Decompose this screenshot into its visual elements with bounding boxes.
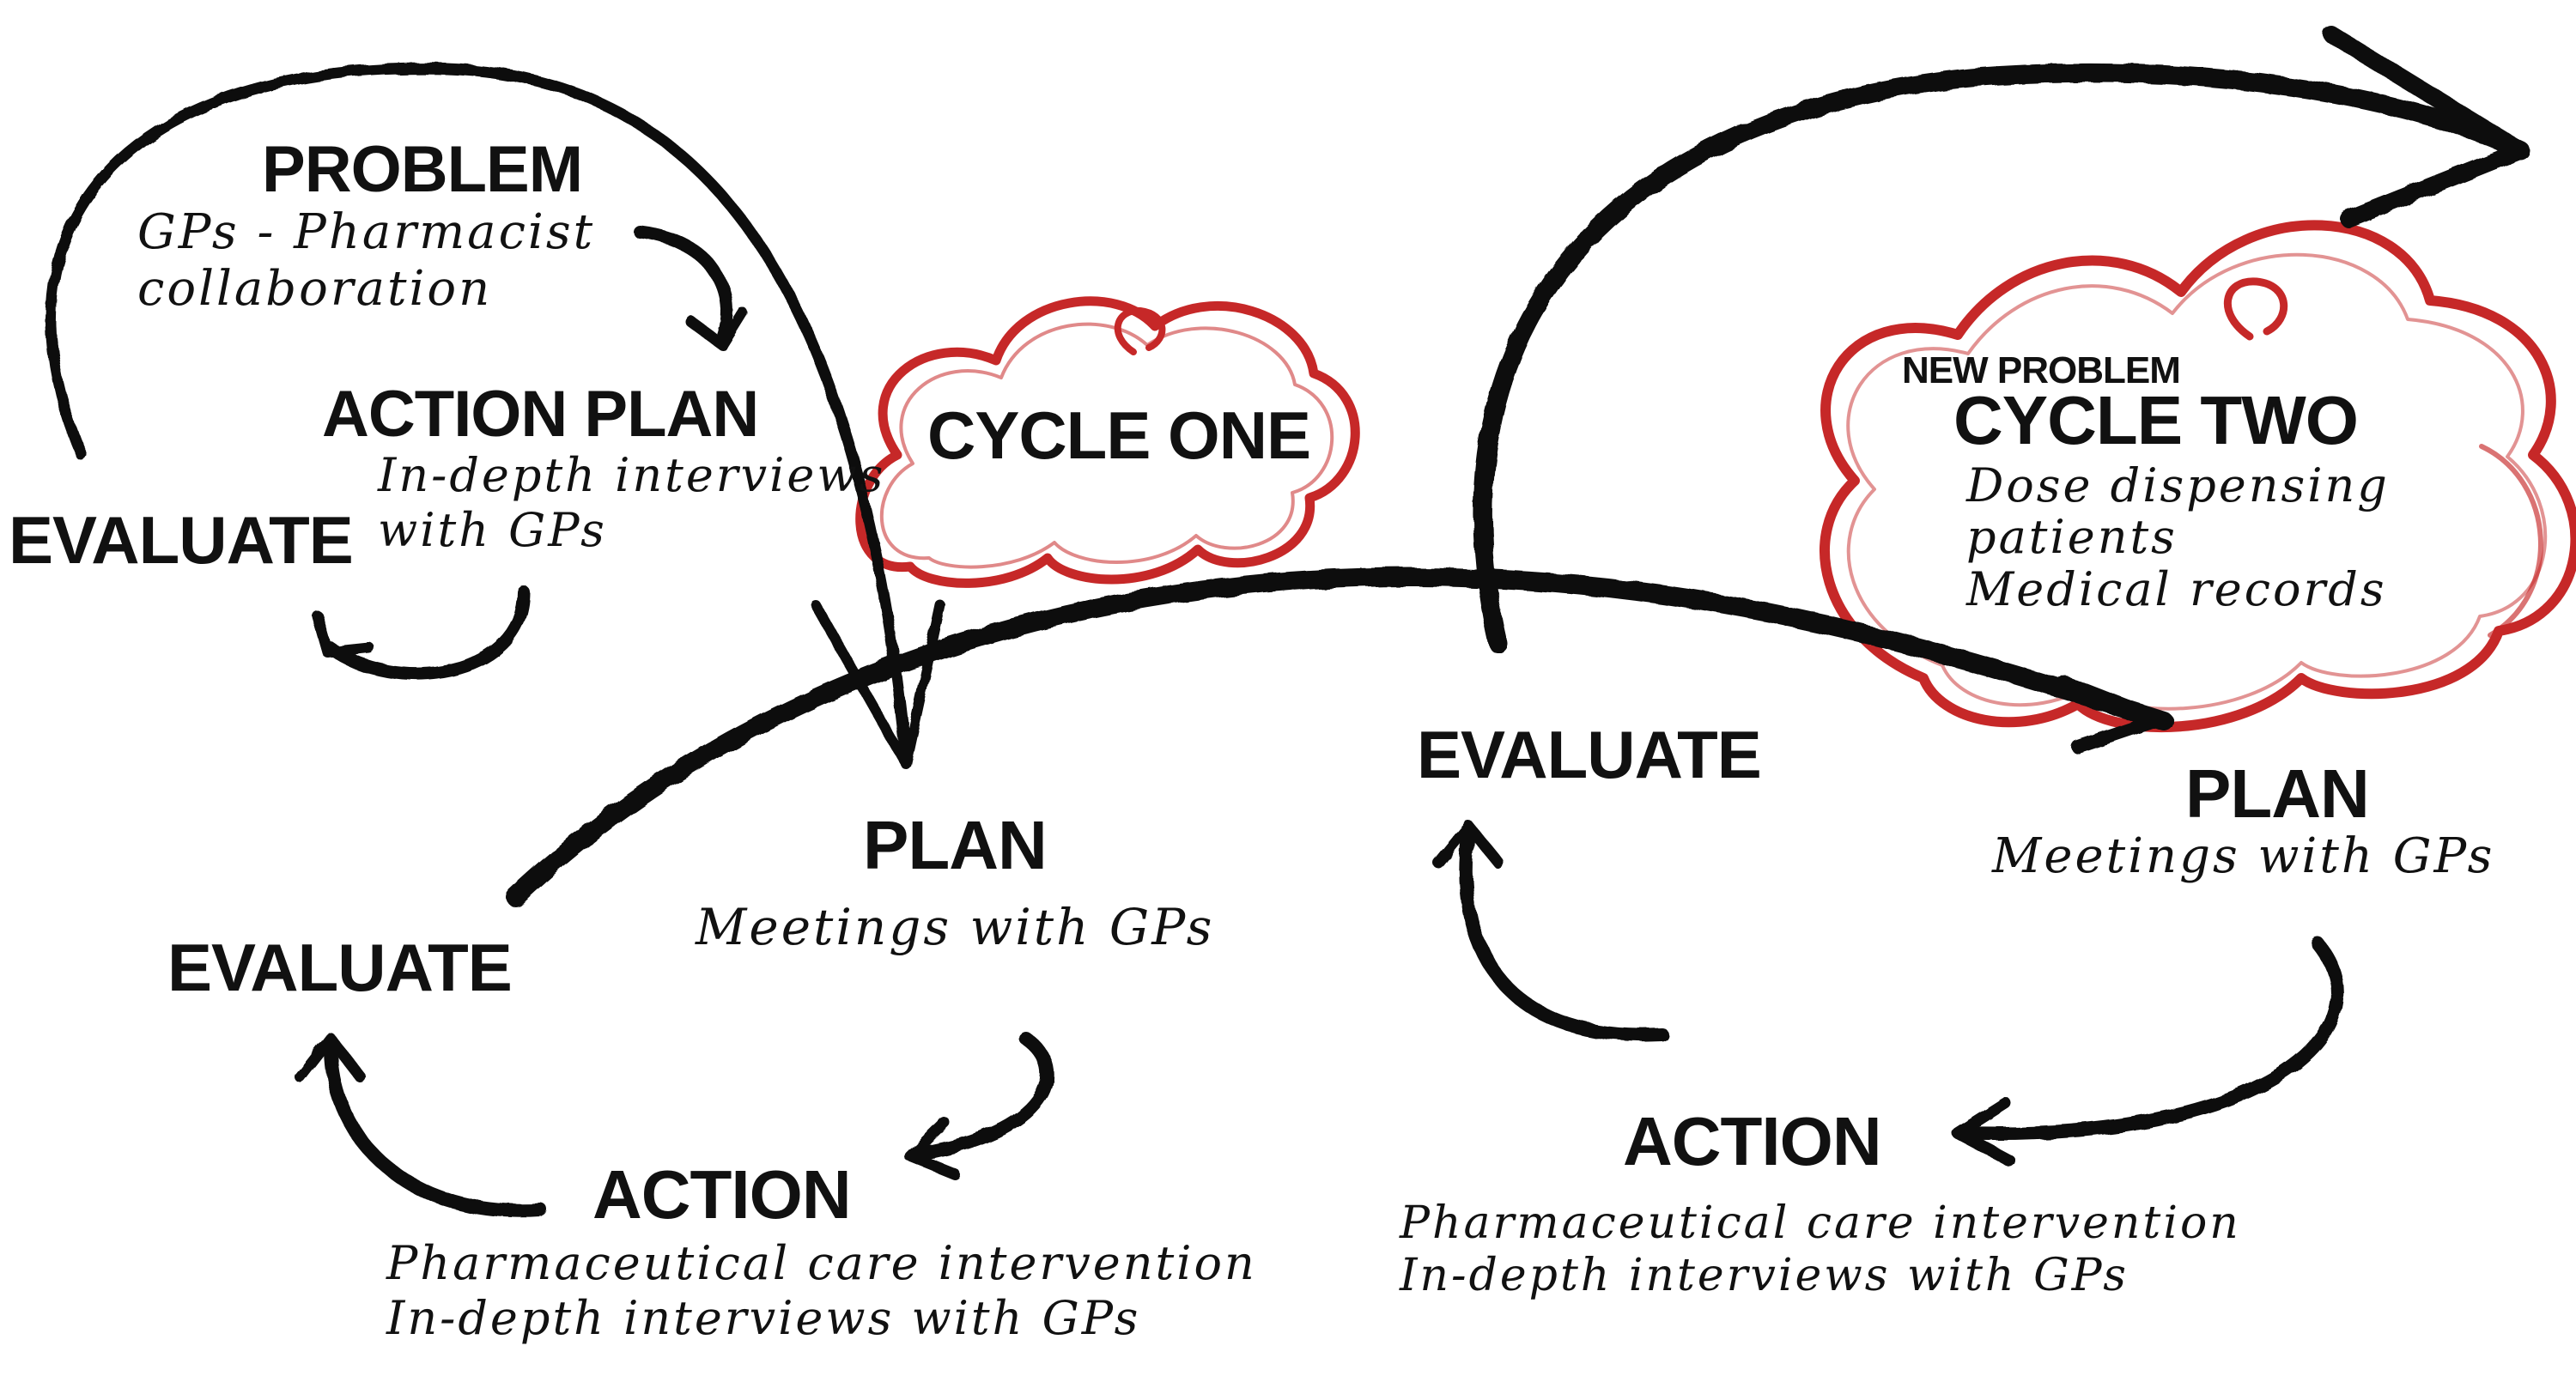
flow-arrows <box>46 26 2530 1218</box>
problem-description: GPs - Pharmacist collaboration <box>137 204 595 318</box>
over-cloud-arrow <box>1473 63 2530 653</box>
action-plan-line: In-depth interviews <box>378 448 886 502</box>
plan-description: Meetings with GPs <box>696 898 1214 956</box>
action-cycle-two-description: Pharmaceutical care intervention In-dept… <box>1400 1197 2241 1303</box>
action-description: Pharmaceutical care intervention In-dept… <box>386 1236 1257 1345</box>
plan-line: Meetings with GPs <box>696 898 1215 956</box>
loop-arrow-top <box>46 63 912 761</box>
problem-to-actionplan-arrow <box>633 225 733 346</box>
cycle-two-line: patients <box>1966 510 2178 565</box>
action-plan-description: In-depth interviews with GPs <box>378 448 885 557</box>
plan-cycle-two-description: Meetings with GPs <box>1992 828 2494 885</box>
problem-line: GPs - Pharmacist <box>137 204 596 260</box>
problem-line: collaboration <box>137 261 493 318</box>
cycle-two-cloud <box>1820 220 2576 732</box>
cycle-connector-arrow-head <box>2058 676 2166 754</box>
over-cloud-arrow-head <box>2323 26 2529 227</box>
evaluate-top-label: EVALUATE <box>9 502 354 578</box>
action-cycle-two-title: ACTION <box>1623 1103 1882 1179</box>
action-to-evaluate-arrow-2 <box>1459 830 1668 1042</box>
problem-title: PROBLEM <box>262 133 583 206</box>
actionplan-to-evaluate-arrow <box>324 585 531 681</box>
action-line: In-depth interviews with GPs <box>386 1290 1141 1345</box>
evaluate-cycle-two-label: EVALUATE <box>1417 717 1762 792</box>
cycle-two-label: CYCLE TWO <box>1953 382 2359 458</box>
action-line: Pharmaceutical care intervention <box>386 1236 1257 1290</box>
action-cycle-two-line: Pharmaceutical care intervention <box>1400 1197 2241 1249</box>
cycle-one-cloud <box>855 296 1360 588</box>
action-cycle-two-line: In-depth interviews with GPs <box>1400 1250 2129 1302</box>
cycle-two-line: Dose dispensing <box>1966 458 2390 512</box>
plan-to-action-arrow <box>908 1032 1054 1161</box>
cycle-two-description: Dose dispensing patients Medical records <box>1966 458 2390 616</box>
new-problem-label: NEW PROBLEM <box>1902 349 2181 391</box>
cycle-two-line: Medical records <box>1966 561 2387 616</box>
action-title: ACTION <box>592 1156 852 1233</box>
action-to-evaluate-arrow <box>324 1040 548 1218</box>
plan-cycle-two-line: Meetings with GPs <box>1992 828 2495 884</box>
evaluate-bottom-label: EVALUATE <box>167 930 513 1005</box>
cycle-one-label: CYCLE ONE <box>927 397 1311 473</box>
plan-to-action-arrow-2 <box>1955 937 2344 1141</box>
action-plan-title: ACTION PLAN <box>322 378 759 451</box>
cycle-connector-arrow <box>506 567 2173 906</box>
action-plan-line: with GPs <box>378 502 607 557</box>
plan-title: PLAN <box>863 807 1048 883</box>
plan-cycle-two-title: PLAN <box>2185 755 2370 832</box>
